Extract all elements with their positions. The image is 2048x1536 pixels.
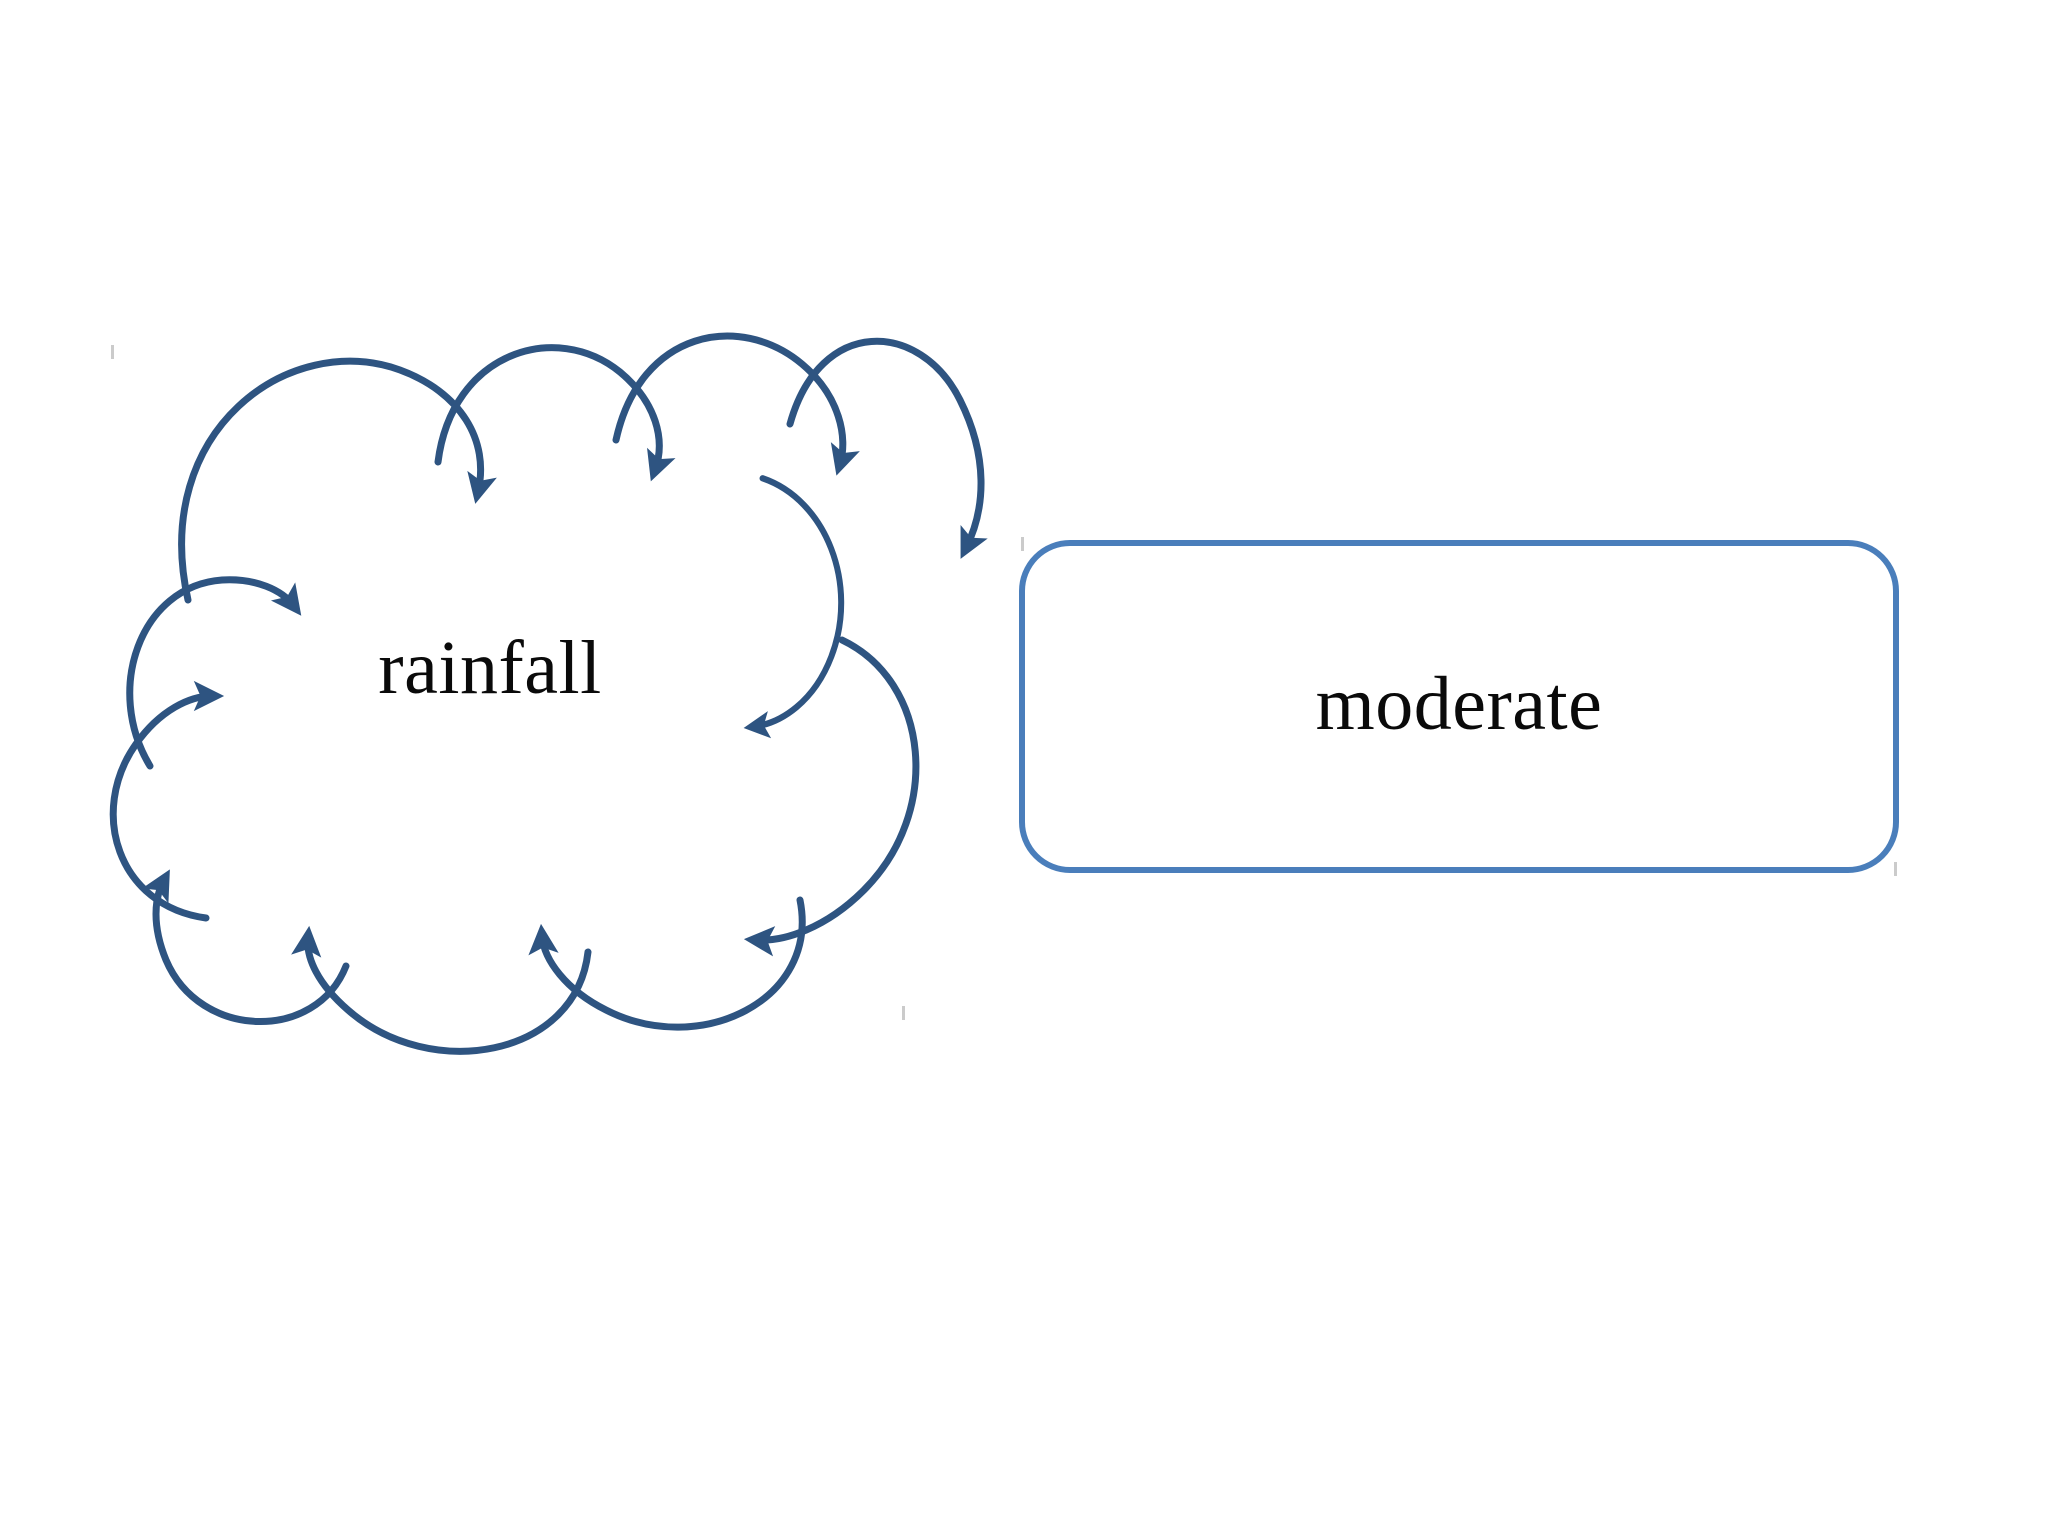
- cloud-arc-1: [178, 357, 497, 604]
- selection-tick-artifact-bottom-middle: [902, 1006, 905, 1020]
- selection-tick-artifact-rect-top-left: [1021, 537, 1024, 551]
- cloud-arc-8: [291, 925, 592, 1055]
- cloud-arc-5: [743, 475, 845, 739]
- selection-tick-artifact-rect-bottom-right: [1894, 862, 1897, 876]
- cloud-label: rainfall: [378, 626, 602, 710]
- rounded-rectangle-shape[interactable]: [1019, 540, 1899, 873]
- cloud-arc-6: [743, 636, 920, 957]
- cloud-arc-9: [141, 869, 350, 1025]
- rounded-rectangle-label: moderate: [1315, 662, 1603, 746]
- cloud-arc-11: [126, 576, 302, 770]
- selection-tick-artifact-top-left: [111, 345, 114, 359]
- cloud-shape[interactable]: [109, 332, 988, 1055]
- cloud-arc-10: [109, 680, 225, 922]
- cloud-arc-3: [612, 332, 860, 476]
- cloud-arc-4: [786, 338, 988, 559]
- cloud-arc-2: [434, 344, 676, 482]
- cloud-arc-7: [528, 896, 806, 1031]
